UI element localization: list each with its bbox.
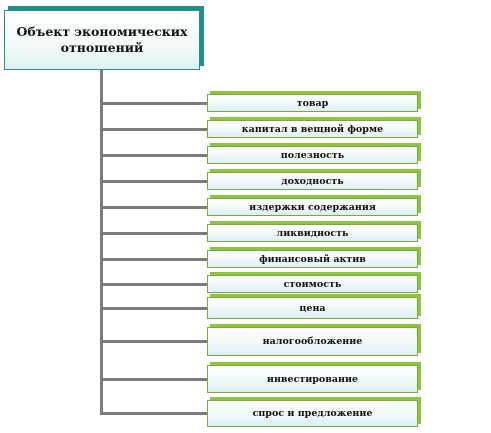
item-tsena: цена: [207, 297, 418, 319]
item-label: доходность: [281, 175, 344, 187]
connector: [100, 378, 210, 381]
tree-spine: [100, 70, 103, 414]
item-investirovanie: инвестирование: [207, 365, 418, 393]
item-spros-i-predlozhenie: спрос и предложение: [207, 400, 418, 427]
connector: [100, 232, 210, 235]
item-label: инвестирование: [266, 373, 359, 385]
item-label: финансовый актив: [259, 253, 366, 265]
item-label: капитал в вещной форме: [241, 123, 384, 135]
item-nalogooblozhenie: налогообложение: [207, 327, 418, 356]
connector: [100, 154, 210, 157]
item-kapital: капитал в вещной форме: [207, 120, 418, 138]
item-poleznost: полезность: [207, 146, 418, 164]
connector: [100, 128, 210, 131]
item-label: спрос и предложение: [252, 408, 373, 419]
item-tovar: товар: [207, 94, 418, 112]
connector: [100, 102, 210, 105]
item-label: налогообложение: [262, 336, 363, 347]
connector: [100, 206, 210, 209]
item-likvidnost: ликвидность: [207, 224, 418, 242]
item-label: полезность: [280, 149, 345, 161]
connector: [100, 307, 210, 310]
root-node: Объект экономических отношений: [4, 10, 200, 70]
connector: [100, 258, 210, 261]
connector: [100, 283, 210, 286]
item-label: издержки содержания: [249, 201, 376, 213]
connector: [100, 180, 210, 183]
item-dokhodnost: доходность: [207, 172, 418, 190]
item-label: цена: [299, 302, 326, 314]
root-node-label: Объект экономических отношений: [16, 24, 188, 55]
item-label: товар: [296, 97, 329, 109]
item-label: стоимость: [283, 278, 342, 290]
item-label: ликвидность: [276, 227, 349, 239]
connector: [100, 412, 210, 415]
item-stoimost: стоимость: [207, 275, 418, 293]
item-izderzhki: издержки содержания: [207, 198, 418, 216]
item-finansovyi-aktiv: финансовый актив: [207, 250, 418, 268]
connector: [100, 340, 210, 343]
